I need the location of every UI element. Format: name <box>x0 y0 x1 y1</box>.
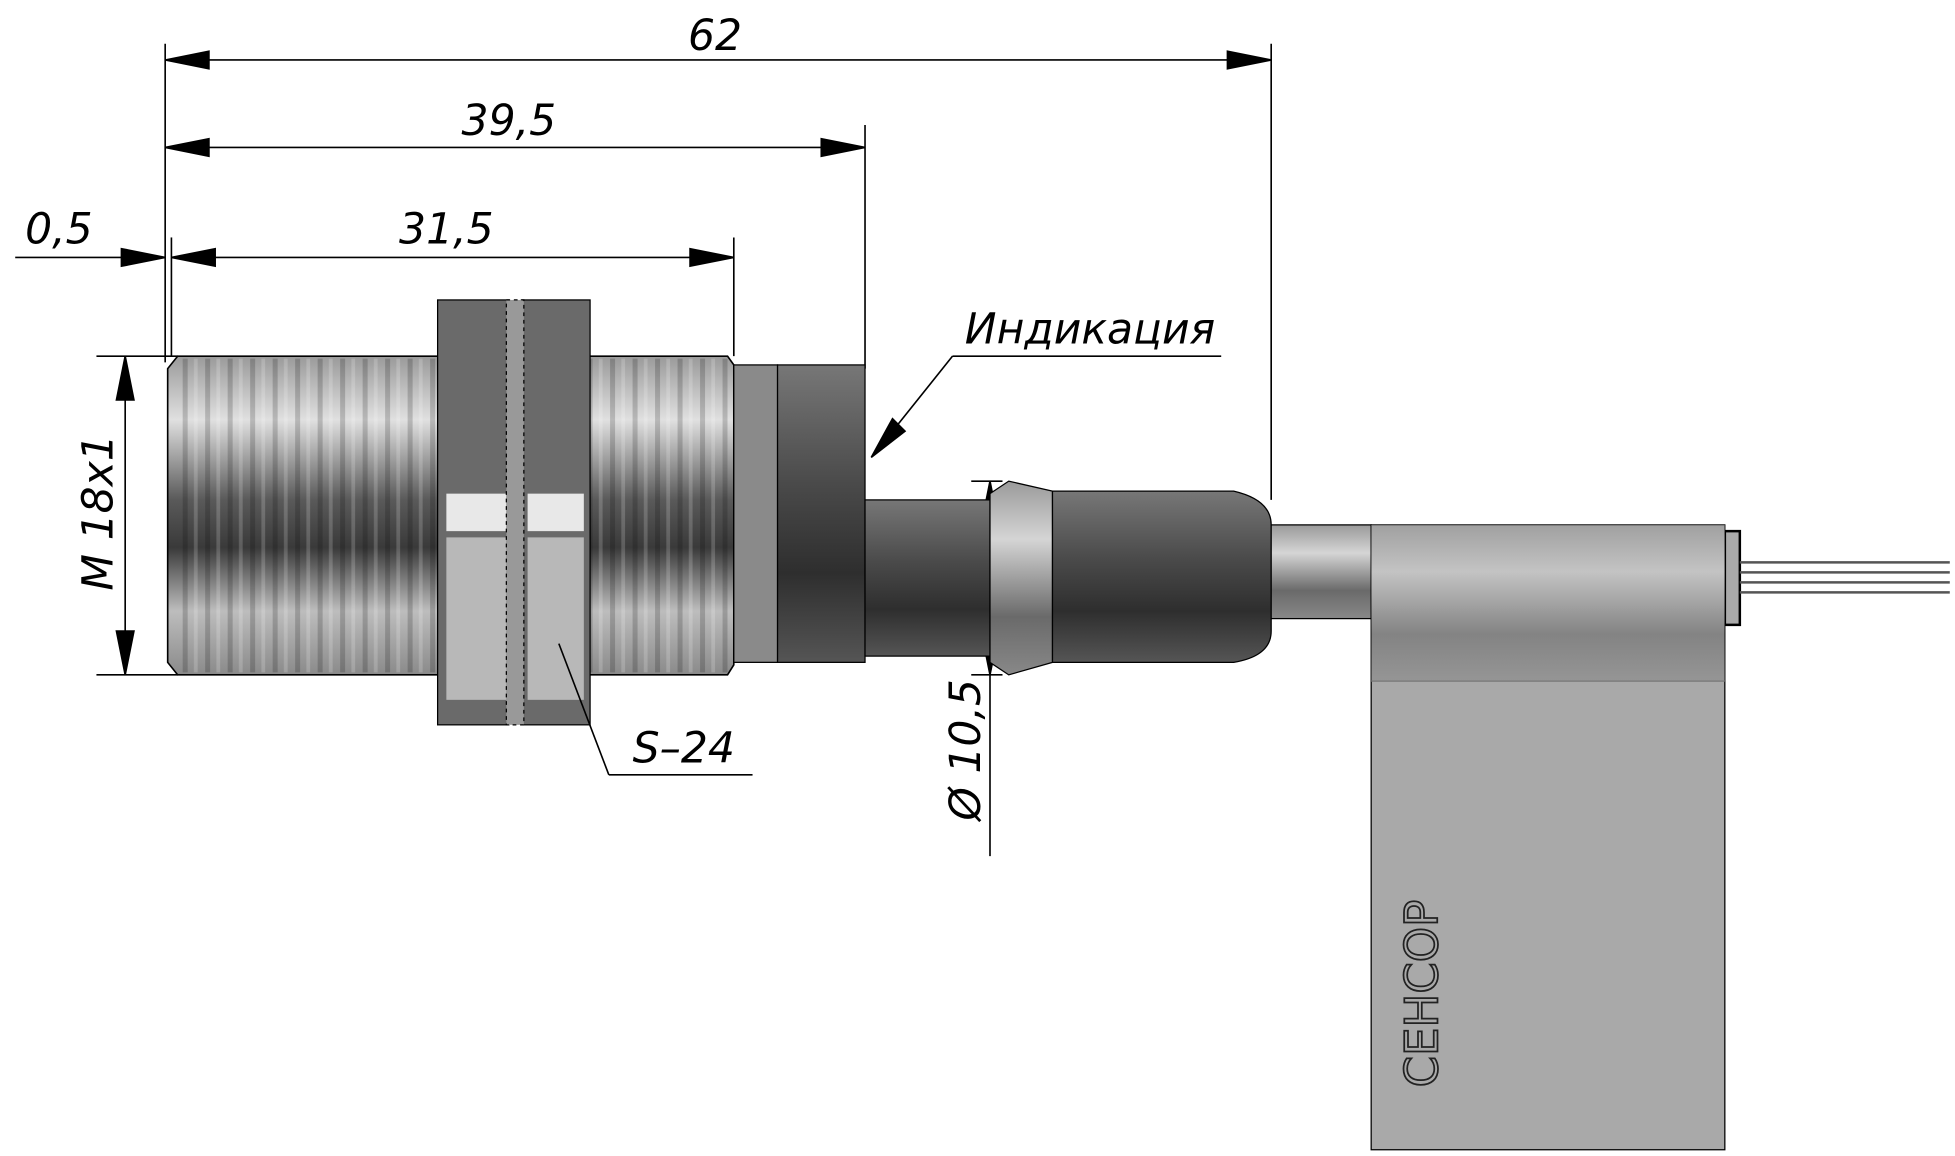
cable-label: СЕНСОР <box>1370 524 1726 1151</box>
cable-flange <box>989 480 1054 676</box>
hex-nut-right <box>520 299 591 726</box>
label-brand: СЕНСОР <box>1395 900 1448 1088</box>
toothed-washer <box>505 299 525 726</box>
strain-relief <box>1051 490 1272 663</box>
dim-chamfer: 0,5 <box>25 206 93 255</box>
dim-cable-diameter: Ø 10,5 <box>942 679 991 823</box>
wires <box>1723 529 1950 627</box>
wrench-size-label: S–24 <box>633 724 735 773</box>
wrench-size-callout <box>558 643 753 776</box>
hex-nut-left <box>436 299 510 726</box>
cable-neck <box>864 499 991 657</box>
indication-label: Индикация <box>965 306 1215 355</box>
rear-cap <box>733 364 866 663</box>
cable <box>1270 524 1372 620</box>
dimension-lines <box>15 50 1272 857</box>
dim-body-length: 39,5 <box>462 97 557 146</box>
dim-thread-length: 31,5 <box>399 206 494 255</box>
dim-thread: M 18x1 <box>75 434 124 590</box>
dim-overall-length: 62 <box>688 12 742 61</box>
indication-callout <box>870 355 1222 459</box>
